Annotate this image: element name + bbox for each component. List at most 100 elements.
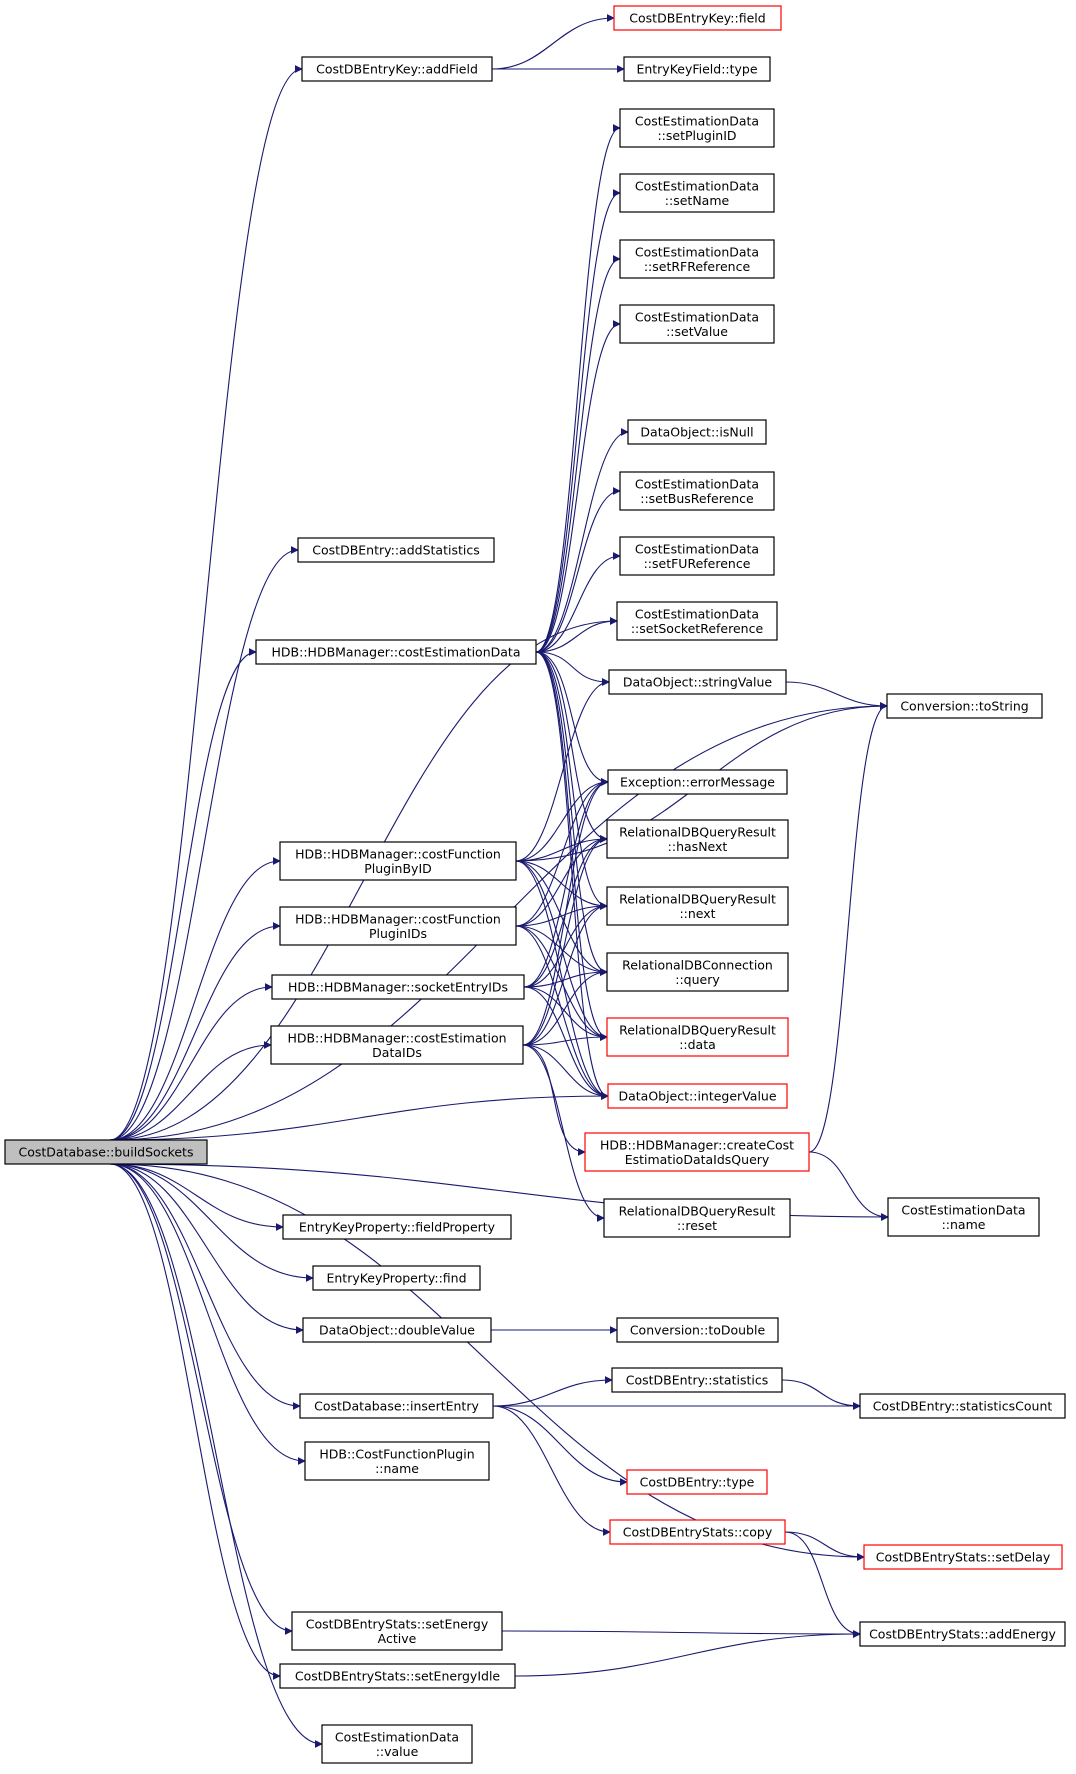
node-stats_copy[interactable]: CostDBEntryStats::copy <box>609 1519 786 1545</box>
node-dbentry_statistics[interactable]: CostDBEntry::statistics <box>611 1367 783 1393</box>
node-rdbqr_hasnext[interactable]: RelationalDBQueryResult::hasNext <box>606 819 789 859</box>
edge-stats_setenergyidle-to-stats_addenergy <box>514 1630 861 1677</box>
node-box <box>606 952 789 992</box>
edge-root-to-dbkey_addfield <box>109 65 303 1141</box>
node-label: CostEstimationData <box>635 541 759 556</box>
node-label: PluginIDs <box>369 926 427 941</box>
node-stats_setdelay[interactable]: CostDBEntryStats::setDelay <box>863 1544 1063 1570</box>
edge-stats_copy-to-stats_addenergy <box>784 1531 861 1638</box>
edge-hdb_costestdata-to-ced_setvalue <box>535 320 621 653</box>
node-ced_setname[interactable]: CostEstimationData::setName <box>619 173 775 213</box>
edge-hdb_cfpids-to-rdbqr_next <box>515 902 608 927</box>
edge-root-to-hdb_cfpbyid <box>109 857 281 1141</box>
node-dbkey_addfield[interactable]: CostDBEntryKey::addField <box>301 56 493 82</box>
node-box <box>270 1025 524 1065</box>
node-box <box>606 1017 789 1057</box>
node-box <box>584 1132 810 1172</box>
node-stats_setenergyidle[interactable]: CostDBEntryStats::setEnergyIdle <box>279 1663 516 1689</box>
node-conv_tostring[interactable]: Conversion::toString <box>886 693 1043 719</box>
edge-cdb_insertentry-to-stats_copy <box>492 1405 611 1536</box>
node-ced_setbusref[interactable]: CostEstimationData::setBusReference <box>619 471 775 511</box>
edge-stats_copy-to-stats_setdelay <box>784 1531 865 1561</box>
node-rdbqr_next[interactable]: RelationalDBQueryResult::next <box>606 886 789 926</box>
node-ced_value[interactable]: CostEstimationData::value <box>321 1724 473 1764</box>
node-label: Active <box>378 1631 417 1646</box>
node-exc_errmsg[interactable]: Exception::errorMessage <box>607 769 788 795</box>
edge-hdb_costestdata-to-exc_errmsg <box>535 651 609 786</box>
node-hdb_cfp_name[interactable]: HDB::CostFunctionPlugin::name <box>304 1441 490 1481</box>
node-dbentry_statscount[interactable]: CostDBEntry::statisticsCount <box>859 1393 1066 1419</box>
node-box <box>859 1621 1066 1647</box>
edge-hdb_socketentryids-to-rdbqr_data <box>523 986 608 1041</box>
node-label: ::query <box>675 972 720 987</box>
node-label: CostDBEntryStats::addEnergy <box>869 1627 1056 1642</box>
node-label: CostEstimationData <box>635 476 759 491</box>
node-box <box>619 239 775 279</box>
node-conv_todouble[interactable]: Conversion::toDouble <box>616 1317 779 1343</box>
node-box <box>606 819 789 859</box>
node-rdbqr_data[interactable]: RelationalDBQueryResult::data <box>606 1017 789 1057</box>
node-label: ::value <box>376 1744 419 1759</box>
node-label: HDB::HDBManager::costEstimationData <box>272 645 521 660</box>
node-ced_setfuref[interactable]: CostEstimationData::setFUReference <box>619 536 775 576</box>
node-label: ::next <box>679 906 715 921</box>
edge-hdb_cfpids-to-rdbconn_query <box>515 925 608 976</box>
node-do_doublevalue[interactable]: DataObject::doubleValue <box>302 1317 492 1343</box>
node-layer: CostDatabase::buildSockets CostDBEntryKey… <box>4 5 1066 1764</box>
edge-hdb_createquery-to-ced_name <box>808 1151 889 1221</box>
node-label: EstimatioDataIdsQuery <box>625 1152 770 1167</box>
edge-root-to-stats_setenergyactive <box>109 1163 293 1635</box>
node-rdbqr_reset[interactable]: RelationalDBQueryResult::reset <box>603 1198 791 1238</box>
node-ekp_fieldproperty[interactable]: EntryKeyProperty::fieldProperty <box>282 1214 512 1240</box>
node-box <box>887 1197 1040 1237</box>
node-ekp_find[interactable]: EntryKeyProperty::find <box>312 1265 481 1291</box>
node-hdb_socketentryids[interactable]: HDB::HDBManager::socketEntryIDs <box>271 974 525 1000</box>
node-ced_setpluginid[interactable]: CostEstimationData::setPluginID <box>619 108 775 148</box>
node-label: CostEstimationData <box>635 113 759 128</box>
node-ced_setsocketref[interactable]: CostEstimationData::setSocketReference <box>616 601 778 641</box>
node-dbkey_field[interactable]: CostDBEntryKey::field <box>613 5 782 31</box>
node-box <box>859 1393 1066 1419</box>
edge-hdb_costestdataids-to-hdb_createquery <box>522 1044 586 1156</box>
node-do_isnull[interactable]: DataObject::isNull <box>627 419 767 445</box>
node-label: Exception::errorMessage <box>620 775 775 790</box>
node-label: DataObject::integerValue <box>618 1089 776 1104</box>
node-cdb_insertentry[interactable]: CostDatabase::insertEntry <box>299 1393 494 1419</box>
node-label: CostDBEntryKey::field <box>629 11 765 26</box>
edge-stats_setenergyactive-to-stats_addenergy <box>501 1629 861 1638</box>
node-ced_setrfref[interactable]: CostEstimationData::setRFReference <box>619 239 775 279</box>
node-box <box>4 1139 208 1165</box>
edge-hdb_socketentryids-to-exc_errmsg <box>523 778 609 988</box>
node-dbentry_addstats[interactable]: CostDBEntry::addStatistics <box>297 537 495 563</box>
edge-hdb_costestdata-to-ced_setbusref <box>535 487 621 653</box>
node-stats_addenergy[interactable]: CostDBEntryStats::addEnergy <box>859 1621 1066 1647</box>
node-ced_name[interactable]: CostEstimationData::name <box>887 1197 1040 1237</box>
edge-hdb_costestdataids-to-rdbqr_next <box>522 902 608 1046</box>
edge-root-to-dbentry_addstats <box>109 546 299 1141</box>
node-box <box>616 1317 779 1343</box>
node-hdb_createquery[interactable]: HDB::HDBManager::createCostEstimatioData… <box>584 1132 810 1172</box>
node-do_stringvalue[interactable]: DataObject::stringValue <box>608 669 787 695</box>
edge-hdb_costestdataids-to-rdbqr_data <box>522 1033 608 1046</box>
node-box <box>863 1544 1063 1570</box>
node-root[interactable]: CostDatabase::buildSockets <box>4 1139 208 1165</box>
edge-hdb_costestdata-to-ced_setrfref <box>535 255 621 653</box>
edge-root-to-do_integervalue <box>109 1092 609 1141</box>
edge-root-to-cdb_insertentry <box>109 1163 301 1410</box>
edge-root-to-ekp_find <box>109 1163 314 1282</box>
node-ekf_type[interactable]: EntryKeyField::type <box>623 56 771 82</box>
node-ced_setvalue[interactable]: CostEstimationData::setValue <box>619 304 775 344</box>
edge-hdb_cfpbyid-to-rdbqr_hasnext <box>515 835 608 862</box>
node-label: HDB::CostFunctionPlugin <box>319 1446 474 1461</box>
node-dbentry_type[interactable]: CostDBEntry::type <box>626 1469 768 1495</box>
node-do_integervalue[interactable]: DataObject::integerValue <box>607 1083 788 1109</box>
node-rdbconn_query[interactable]: RelationalDBConnection::query <box>606 952 789 992</box>
node-label: ::name <box>375 1461 419 1476</box>
node-label: Conversion::toDouble <box>630 1323 766 1338</box>
node-hdb_costestdata[interactable]: HDB::HDBManager::costEstimationData <box>255 639 537 665</box>
